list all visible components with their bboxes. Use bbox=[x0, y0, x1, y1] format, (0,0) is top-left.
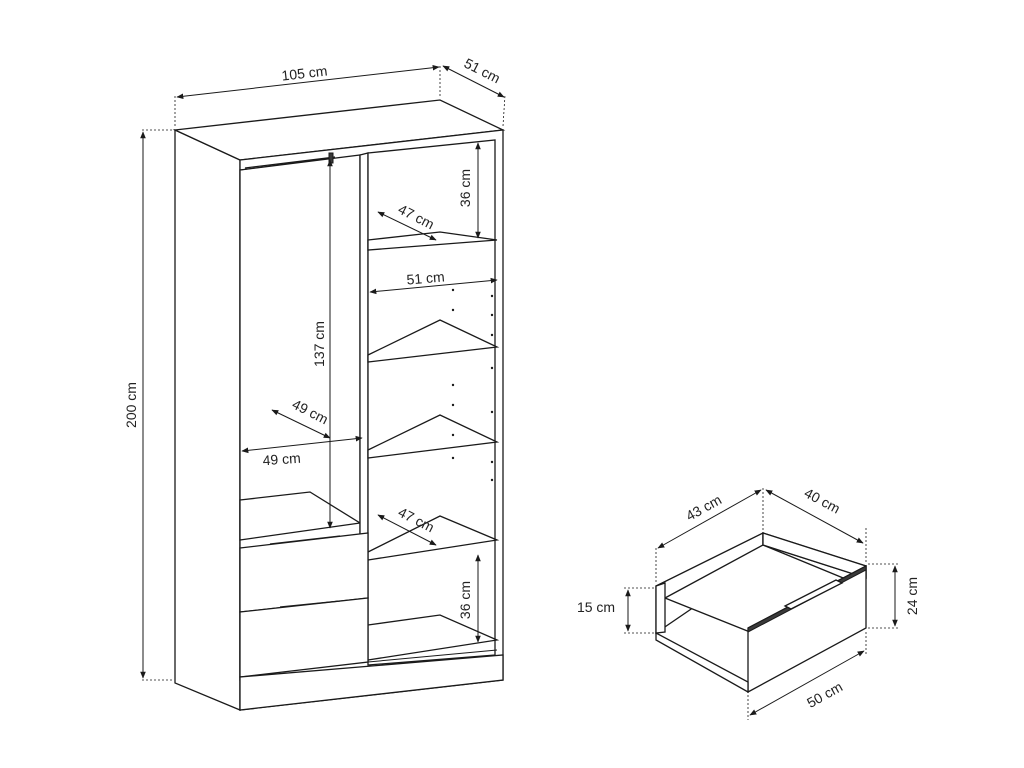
drawer-drawing bbox=[655, 531, 867, 694]
wardrobe-left-side bbox=[174, 128, 241, 711]
drawer-handle-bottom bbox=[279, 600, 341, 608]
dim-wardrobe-height: 200 cm bbox=[123, 382, 139, 428]
wardrobe-drawing bbox=[172, 99, 506, 711]
shelf-3 bbox=[367, 414, 500, 459]
dim-drawer-front-width: 50 cm bbox=[804, 678, 845, 710]
drawer-bottom-edge bbox=[655, 631, 749, 694]
dim-shelf-width: 51 cm bbox=[406, 268, 445, 287]
dim-drawer-inner-height: 15 cm bbox=[577, 599, 615, 615]
dim-wardrobe-depth: 51 cm bbox=[462, 55, 503, 87]
drawer-left-front-edge bbox=[655, 582, 666, 634]
wardrobe-plinth bbox=[239, 654, 504, 711]
dim-drawer-inner-width: 43 cm bbox=[683, 491, 724, 523]
dim-hanging-height: 137 cm bbox=[311, 321, 327, 367]
drawer-handle bbox=[783, 579, 844, 610]
dim-drawer-front-height: 24 cm bbox=[904, 577, 920, 615]
dim-hanging-width: 49 cm bbox=[262, 450, 301, 469]
dim-drawer-depth: 40 cm bbox=[802, 485, 843, 517]
drawer-handle-top bbox=[269, 535, 341, 545]
shelf-2 bbox=[367, 319, 500, 363]
dim-wardrobe-width: 105 cm bbox=[281, 62, 328, 83]
hanging-rail bbox=[244, 156, 336, 169]
dim-top-shelf-height: 36 cm bbox=[457, 169, 473, 207]
dim-bottom-shelf-height: 36 cm bbox=[457, 581, 473, 619]
